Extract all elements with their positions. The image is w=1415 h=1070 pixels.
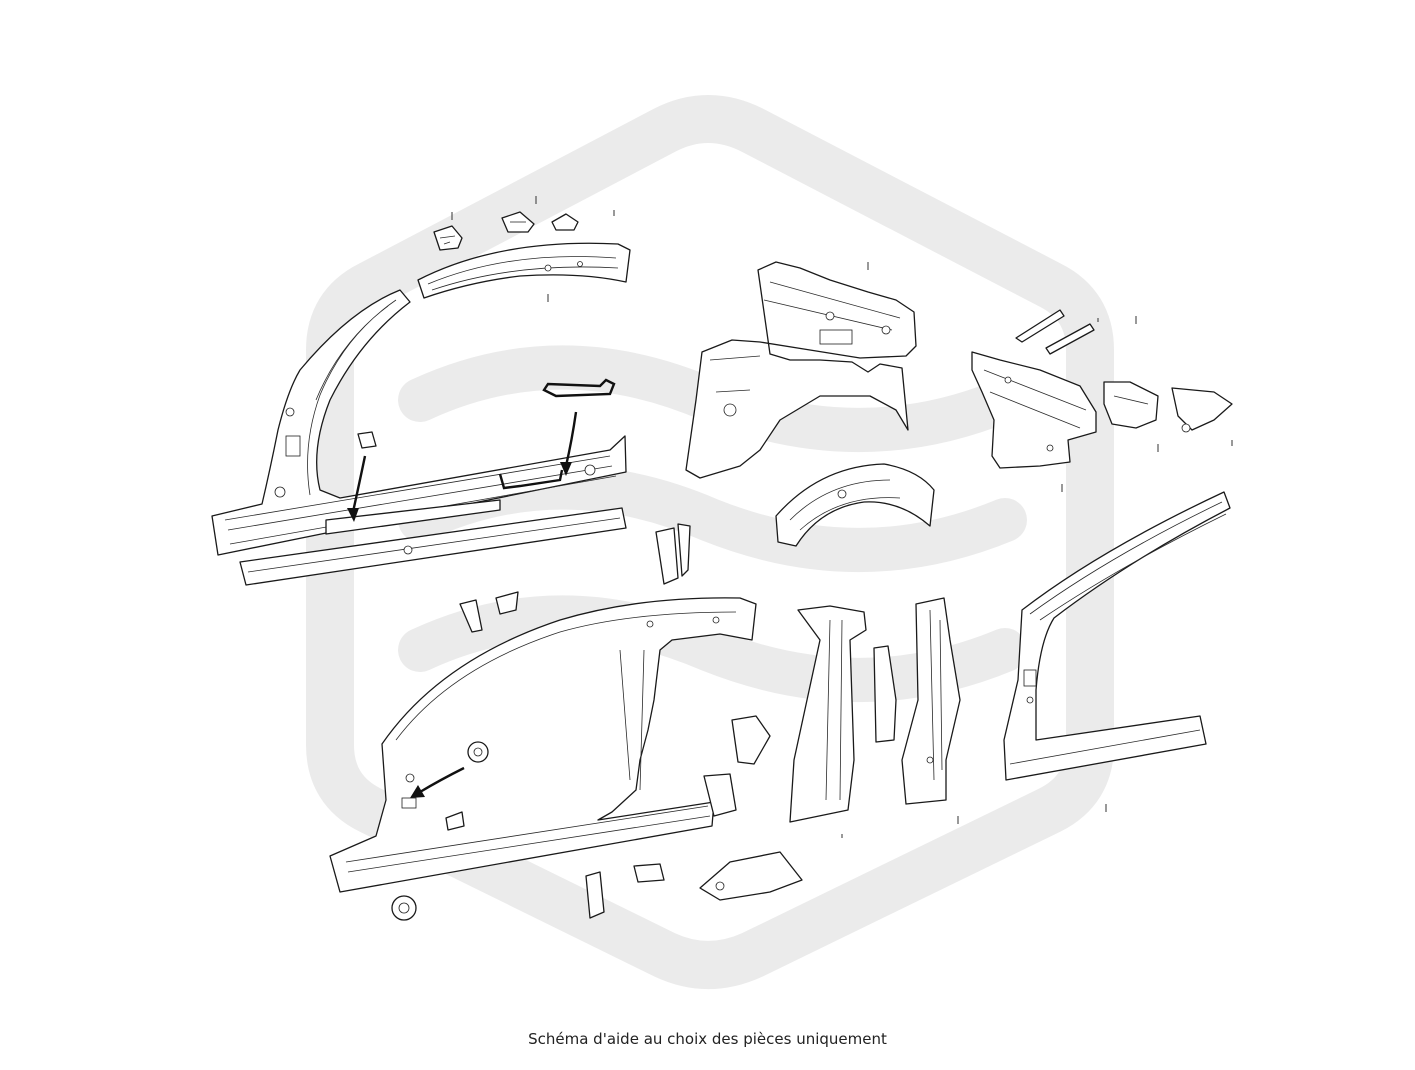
small-clip-lower-1[interactable] — [633, 863, 665, 883]
b-pillar-reinforcement[interactable] — [873, 645, 897, 743]
roof-rail-inner[interactable] — [417, 242, 631, 299]
quarter-panel-extension[interactable] — [971, 351, 1097, 469]
wheelhouse-inner[interactable] — [775, 463, 935, 547]
grommet-bottom[interactable] — [391, 895, 417, 921]
small-clip-lower-2[interactable] — [585, 871, 605, 919]
tail-lamp-housing-2[interactable] — [1171, 387, 1233, 433]
grommet-round[interactable] — [467, 741, 489, 763]
small-bracket-top-2[interactable] — [501, 211, 535, 233]
pointer-arrows-top-left — [347, 411, 578, 522]
rear-body-side-panel[interactable] — [1003, 491, 1231, 781]
gusset-bracket-1[interactable] — [731, 715, 771, 765]
floor-bracket[interactable] — [699, 851, 803, 901]
gusset-bracket-2[interactable] — [703, 773, 737, 817]
pointer-arrow-bottom-left — [410, 766, 465, 798]
b-pillar-inner[interactable] — [789, 605, 867, 823]
b-pillar-outer[interactable] — [901, 597, 961, 805]
wiring-harness[interactable] — [498, 378, 616, 490]
sill-reinforcement-upper[interactable] — [325, 499, 501, 535]
sill-outer-lower[interactable] — [239, 507, 627, 586]
small-bracket-top-1[interactable] — [433, 225, 463, 251]
small-bracket-upper-mid[interactable] — [459, 591, 519, 633]
small-clip-lower-3[interactable] — [445, 811, 465, 831]
callout-ticks — [451, 196, 1233, 838]
a-pillar-sill-inner-panel[interactable] — [211, 289, 627, 556]
tail-lamp-housing-1[interactable] — [1103, 381, 1159, 429]
diagram-caption: Schéma d'aide au choix des pièces unique… — [528, 1030, 887, 1048]
body-side-outer-panel[interactable] — [329, 597, 757, 893]
b-pillar-reinforcement-small[interactable] — [655, 523, 691, 585]
small-bracket-top-3[interactable] — [551, 213, 579, 231]
rear-quarter-inner-panel[interactable] — [685, 261, 917, 479]
clip-small-left[interactable] — [357, 431, 377, 449]
bracket-strip-right[interactable] — [1015, 309, 1095, 355]
